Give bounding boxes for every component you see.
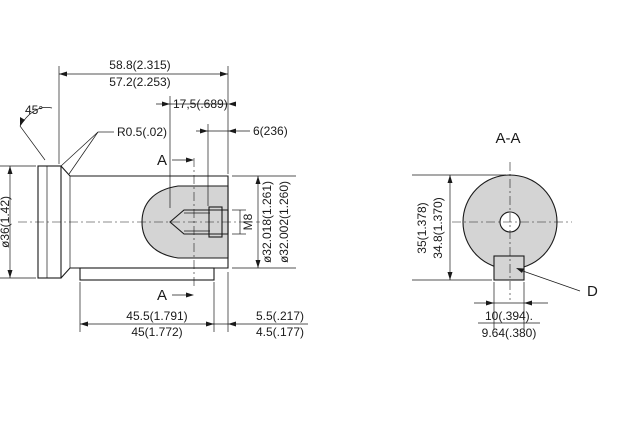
shaft-view xyxy=(18,158,260,286)
shaft-length-max: 45.5(1.791) xyxy=(126,309,187,323)
key-setback-max: 5.5(.217) xyxy=(256,309,304,323)
arrow-top xyxy=(447,175,453,183)
key-setback-dimension: 5.5(.217) 4.5(.177) xyxy=(206,272,308,339)
detail-label: D xyxy=(587,283,598,300)
shaft-diameter-min: ø32.002(1.260) xyxy=(277,181,291,263)
key-width-dimension: 10(.394). 9.64(.380) xyxy=(474,282,548,340)
key-width-min: 9.64(.380) xyxy=(482,326,537,340)
section-view xyxy=(452,162,572,300)
shaft-length-dimension: 45.5(1.791) 45(1.772) xyxy=(79,282,215,339)
thread-label: M8 xyxy=(241,213,255,230)
arrow-right xyxy=(228,101,236,107)
fillet-leader-1 xyxy=(60,131,99,167)
key-setback-min: 4.5(.177) xyxy=(256,325,304,339)
bore-depth-dimension: 17,5(.689) xyxy=(156,96,236,208)
key-height-dimension: 35(1.378) 34.8(1.370) xyxy=(412,174,506,281)
arrow-bottom xyxy=(255,260,261,268)
overall-length-min: 57.2(2.253) xyxy=(109,75,170,89)
arrow-left xyxy=(162,101,170,107)
key-height-max: 35(1.378) xyxy=(415,202,429,253)
end-offset-label: 6(236) xyxy=(253,124,288,138)
shaft-length-min: 45(1.772) xyxy=(131,325,182,339)
arrow-left xyxy=(59,71,67,77)
shoulder-diameter-dimension: ø36(1.42) xyxy=(0,165,36,279)
angle-leader xyxy=(19,125,46,161)
key-width-max: 10(.394). xyxy=(485,309,533,323)
angle-arrow xyxy=(20,117,25,126)
section-arrow-top xyxy=(186,157,194,163)
overall-length-dimension: 58.8(2.315) 57.2(2.253) xyxy=(58,58,229,174)
arrow-top xyxy=(7,166,13,174)
arrow-bottom xyxy=(447,272,453,280)
fillet-radius-label: R0.5(.02) xyxy=(117,125,167,139)
key-height-min: 34.8(1.370) xyxy=(431,197,445,258)
fillet-leader-2 xyxy=(68,131,99,175)
key-section xyxy=(493,255,525,281)
section-marks: A A xyxy=(157,152,194,304)
chamfer-angle-label: 45° xyxy=(25,103,43,117)
detail-leader xyxy=(519,269,581,292)
arrow-right xyxy=(228,128,236,134)
arrow-left xyxy=(486,300,494,306)
arrow xyxy=(228,321,236,327)
section-title: A-A xyxy=(495,130,520,147)
bore-depth-label: 17,5(.689) xyxy=(173,97,228,111)
arrow-left xyxy=(80,321,88,327)
arrow-top xyxy=(255,176,261,184)
threaded-bore xyxy=(169,209,229,235)
chamfer-annotations: 45° R0.5(.02) xyxy=(19,103,167,175)
arrow-bottom xyxy=(7,270,13,278)
section-mark-top: A xyxy=(157,152,167,169)
section-arrow-bottom xyxy=(186,292,194,298)
end-offset-dimension: 6(236) xyxy=(196,124,288,206)
arrow-right xyxy=(220,71,228,77)
arrow-right xyxy=(524,300,532,306)
arrow-left xyxy=(200,128,208,134)
overall-length-max: 58.8(2.315) xyxy=(109,58,170,72)
shaft-diameter-max: ø32.018(1.261) xyxy=(260,181,274,263)
keyway-flat xyxy=(79,267,215,281)
section-mark-bottom: A xyxy=(157,287,167,304)
detail-arrow xyxy=(516,268,524,273)
shaft-diameter-dimensions: M8 ø32.018(1.261) ø32.002(1.260) xyxy=(232,175,296,269)
detail-callout: D xyxy=(516,268,598,300)
shoulder-diameter-label: ø36(1.42) xyxy=(0,196,12,248)
